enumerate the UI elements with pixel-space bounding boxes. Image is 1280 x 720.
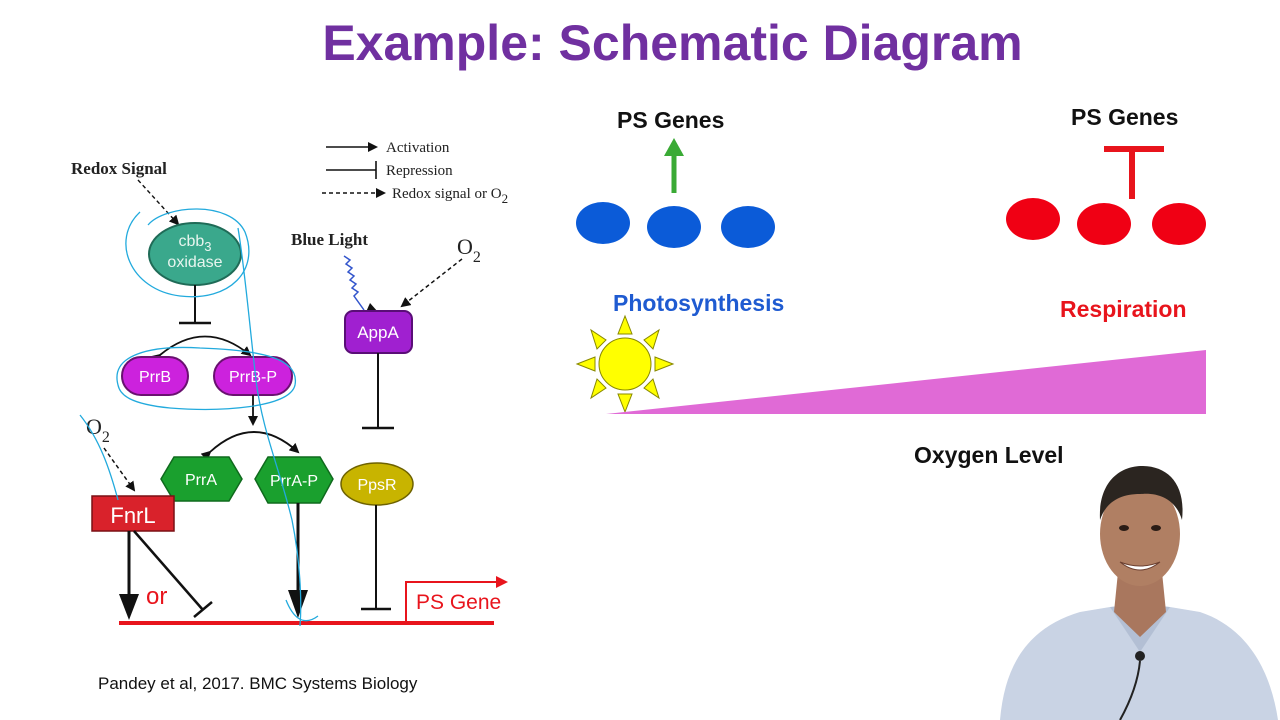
fnrl-label: FnrL (110, 503, 155, 528)
prra-phospho-arc (200, 431, 300, 462)
prra-p-label: PrrA-P (270, 473, 318, 490)
prrb-p-label: PrrB-P (229, 369, 277, 386)
legend: Activation Repression Redox signal or O2 (322, 140, 508, 206)
redox-to-cbb3-arrow (137, 179, 180, 226)
blue-light-wave (343, 255, 365, 311)
red-dot-3 (1152, 203, 1206, 245)
prra-p-node (254, 456, 334, 504)
appa-label: AppA (357, 323, 399, 342)
fnrl-repression-line (133, 530, 204, 611)
ps-genes-activation-head (664, 138, 684, 156)
regulatory-pathway: Redox Signal cbb3 oxidase PrrB PrrB-P Pr… (71, 159, 508, 627)
presenter-video (1000, 466, 1278, 720)
red-dot-2 (1077, 203, 1131, 245)
blue-light-label: Blue Light (291, 230, 368, 249)
citation: Pandey et al, 2017. BMC Systems Biology (98, 674, 418, 693)
fnrl-repression-bar (193, 601, 213, 618)
oxygen-gradient-wedge (606, 350, 1206, 414)
blue-dot-3 (721, 206, 775, 248)
blue-dot-1 (576, 202, 630, 244)
ps-genes-right-label: PS Genes (1071, 104, 1178, 130)
fnrl-node (91, 495, 175, 532)
blue-dot-2 (647, 206, 701, 248)
ps-genes-left-label: PS Genes (617, 107, 724, 133)
legend-activation-label: Activation (386, 140, 450, 156)
or-label: or (146, 583, 167, 610)
o2-left-label: O2 (86, 414, 110, 446)
oxygen-schematic: PS Genes PS Genes Photosynthesis Respira… (575, 104, 1206, 468)
cbb3-label-line1: cbb3 (178, 233, 211, 254)
prra-label: PrrA (185, 472, 217, 489)
prrb-phospho-arc (150, 335, 252, 364)
promoter-arrow (405, 576, 508, 623)
prra-p-activation-head (288, 590, 308, 618)
legend-repression-label: Repression (386, 163, 453, 179)
prrb-label: PrrB (139, 369, 171, 386)
respiration-label: Respiration (1060, 296, 1187, 322)
sun-icon (575, 314, 675, 414)
cbb3-label-line2: oxidase (167, 254, 222, 271)
oxygen-level-label: Oxygen Level (914, 442, 1064, 468)
o2-to-fnrl-arrow (103, 447, 136, 492)
prrb-node (121, 356, 189, 396)
photosynthesis-label: Photosynthesis (613, 290, 784, 316)
prra-node (160, 456, 243, 502)
ppsr-label: PpsR (357, 477, 396, 494)
redox-signal-label: Redox Signal (71, 159, 167, 178)
hand-annotations (79, 208, 319, 627)
red-dot-1 (1006, 198, 1060, 240)
o2-to-appa-arrow (400, 258, 463, 308)
slide-title: Example: Schematic Diagram (322, 15, 1023, 71)
ps-gene-label: PS Gene (416, 591, 501, 614)
blue-light-arrowhead (366, 303, 378, 312)
o2-top-label: O2 (457, 234, 481, 266)
fnrl-activation-head (119, 594, 139, 620)
legend-redox-label: Redox signal or O2 (392, 186, 508, 206)
